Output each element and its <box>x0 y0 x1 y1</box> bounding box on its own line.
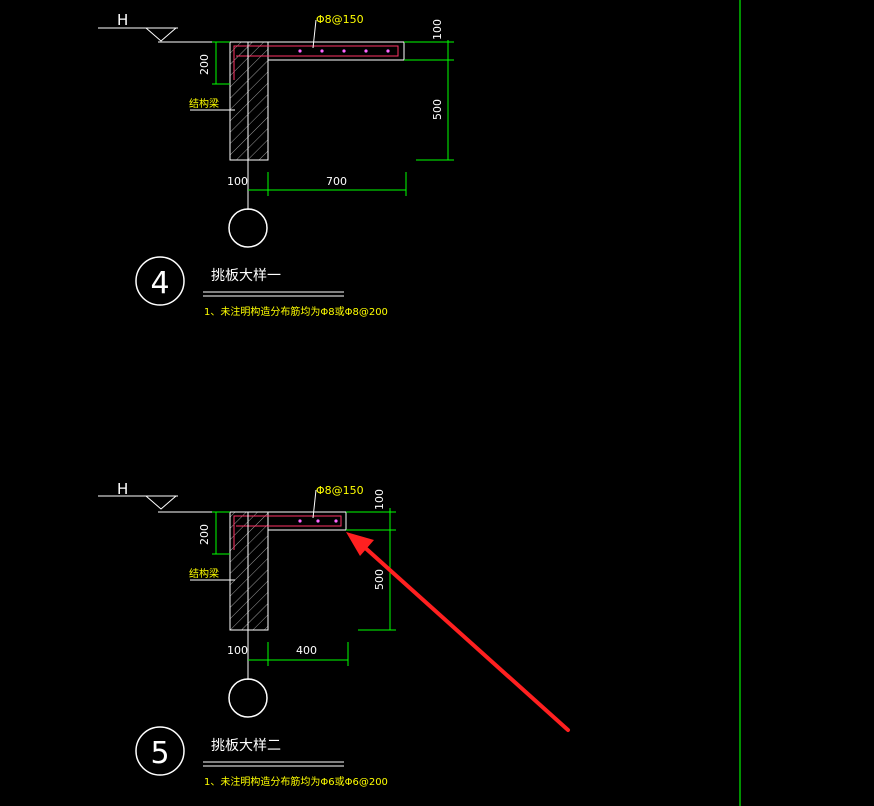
rebar-line <box>233 515 342 550</box>
detail-note: 1、未注明构造分布筋均为Φ6或Φ6@200 <box>204 775 388 788</box>
rebar-label: Φ8@150 <box>316 484 364 497</box>
elevation-label: H <box>117 480 128 498</box>
rebar-dots <box>298 519 338 523</box>
rebar-leader <box>312 19 317 49</box>
beam-label: 结构梁 <box>189 567 219 580</box>
dim-height: 500 <box>373 569 386 590</box>
detail-callout-circle <box>135 726 185 776</box>
dim-depth: 200 <box>198 524 211 545</box>
detail-5: H Φ8@150 结构梁 200 100 500 100 400 5 挑板大样二 <box>98 480 396 788</box>
detail-title: 挑板大样二 <box>211 738 281 754</box>
detail-title: 挑板大样一 <box>211 268 281 284</box>
structural-beam <box>229 41 269 161</box>
dim-wall: 100 <box>227 644 248 657</box>
rebar-dots <box>298 49 390 53</box>
structural-beam <box>229 511 269 631</box>
elevation-triangle-icon <box>144 495 178 510</box>
detail-note: 1、未注明构造分布筋均为Φ8或Φ8@200 <box>204 305 388 318</box>
detail-4: H Φ8@150 结构梁 200 100 500 <box>98 11 454 318</box>
elevation-triangle-icon <box>144 27 178 42</box>
dim-height: 500 <box>431 99 444 120</box>
elevation-label: H <box>117 11 128 29</box>
dim-depth: 200 <box>198 54 211 75</box>
axis-bubble <box>228 678 268 718</box>
dim-length: 700 <box>326 175 347 188</box>
rebar-line <box>233 45 399 80</box>
dim-slab: 100 <box>373 489 386 510</box>
cantilever-slab <box>267 41 405 61</box>
dim-length: 400 <box>296 644 317 657</box>
detail-callout-circle <box>135 256 185 306</box>
dim-wall: 100 <box>227 175 248 188</box>
dim-slab: 100 <box>431 19 444 40</box>
beam-label: 结构梁 <box>189 97 219 110</box>
detail-callout-number: 4 <box>150 266 169 301</box>
rebar-label: Φ8@150 <box>316 13 364 26</box>
axis-bubble <box>228 208 268 248</box>
rebar-leader <box>312 489 317 519</box>
annotation-arrow-icon <box>346 532 570 732</box>
detail-callout-number: 5 <box>150 736 169 771</box>
cantilever-slab <box>267 511 347 531</box>
